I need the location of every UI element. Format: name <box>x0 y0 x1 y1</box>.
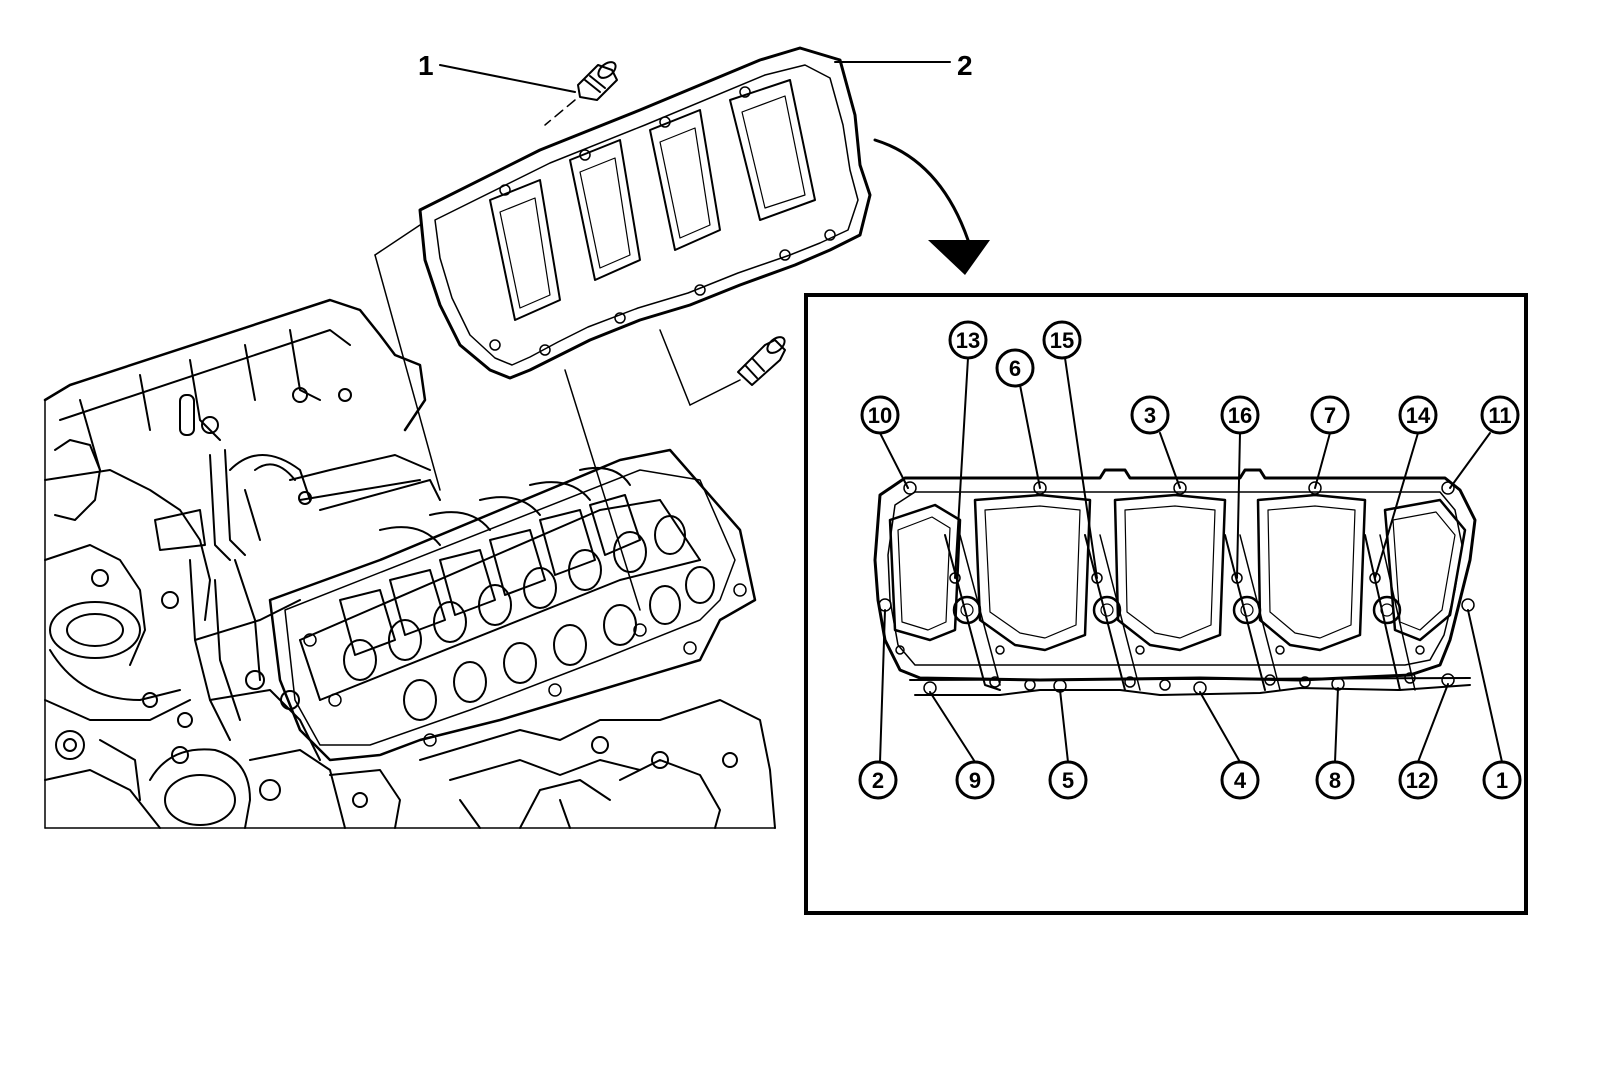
svg-text:5: 5 <box>1062 768 1074 793</box>
gasket-exploded-view <box>418 46 872 380</box>
sequence-marker-8: 8 <box>1315 760 1355 800</box>
detail-inset-frame <box>804 293 1528 915</box>
sequence-marker-11: 11 <box>1480 395 1520 435</box>
svg-text:15: 15 <box>1050 328 1074 353</box>
svg-text:3: 3 <box>1144 403 1156 428</box>
sequence-marker-12: 12 <box>1398 760 1438 800</box>
svg-text:12: 12 <box>1406 768 1430 793</box>
svg-text:8: 8 <box>1329 768 1341 793</box>
fastener-bolt-lower <box>737 336 786 386</box>
sequence-marker-15: 15 <box>1042 320 1082 360</box>
svg-text:10: 10 <box>868 403 892 428</box>
engine-assembly-illustration <box>43 298 776 829</box>
sequence-marker-16: 16 <box>1220 395 1260 435</box>
svg-text:2: 2 <box>872 768 884 793</box>
svg-text:11: 11 <box>1488 403 1511 428</box>
sequence-leader-lines <box>879 357 1503 763</box>
head-bolts <box>303 583 747 747</box>
gasket-detail-view <box>873 468 1477 696</box>
sequence-marker-4: 4 <box>1220 760 1260 800</box>
valvetrain-rocker-arms <box>339 466 641 656</box>
direction-arrow-icon <box>873 138 990 275</box>
sequence-marker-2: 2 <box>858 760 898 800</box>
alignment-lines <box>374 99 741 611</box>
sequence-marker-13: 13 <box>948 320 988 360</box>
svg-text:7: 7 <box>1324 403 1336 428</box>
svg-text:1: 1 <box>1496 768 1508 793</box>
svg-text:6: 6 <box>1009 356 1021 381</box>
svg-text:14: 14 <box>1406 403 1431 428</box>
valve-springs <box>343 515 715 721</box>
sequence-marker-6: 6 <box>995 348 1035 388</box>
sequence-marker-10: 10 <box>860 395 900 435</box>
callout-label-1: 1 <box>418 50 434 81</box>
svg-text:9: 9 <box>969 768 981 793</box>
sequence-marker-9: 9 <box>955 760 995 800</box>
callout-leader-1 <box>439 64 576 93</box>
fastener-bolt-top <box>577 61 618 101</box>
sequence-marker-1: 1 <box>1482 760 1522 800</box>
svg-text:13: 13 <box>956 328 980 353</box>
sequence-marker-5: 5 <box>1048 760 1088 800</box>
sequence-marker-14: 14 <box>1398 395 1438 435</box>
svg-text:16: 16 <box>1228 403 1252 428</box>
sequence-marker-7: 7 <box>1310 395 1350 435</box>
svg-text:4: 4 <box>1234 768 1247 793</box>
sequence-marker-3: 3 <box>1130 395 1170 435</box>
callout-label-2: 2 <box>957 50 973 81</box>
